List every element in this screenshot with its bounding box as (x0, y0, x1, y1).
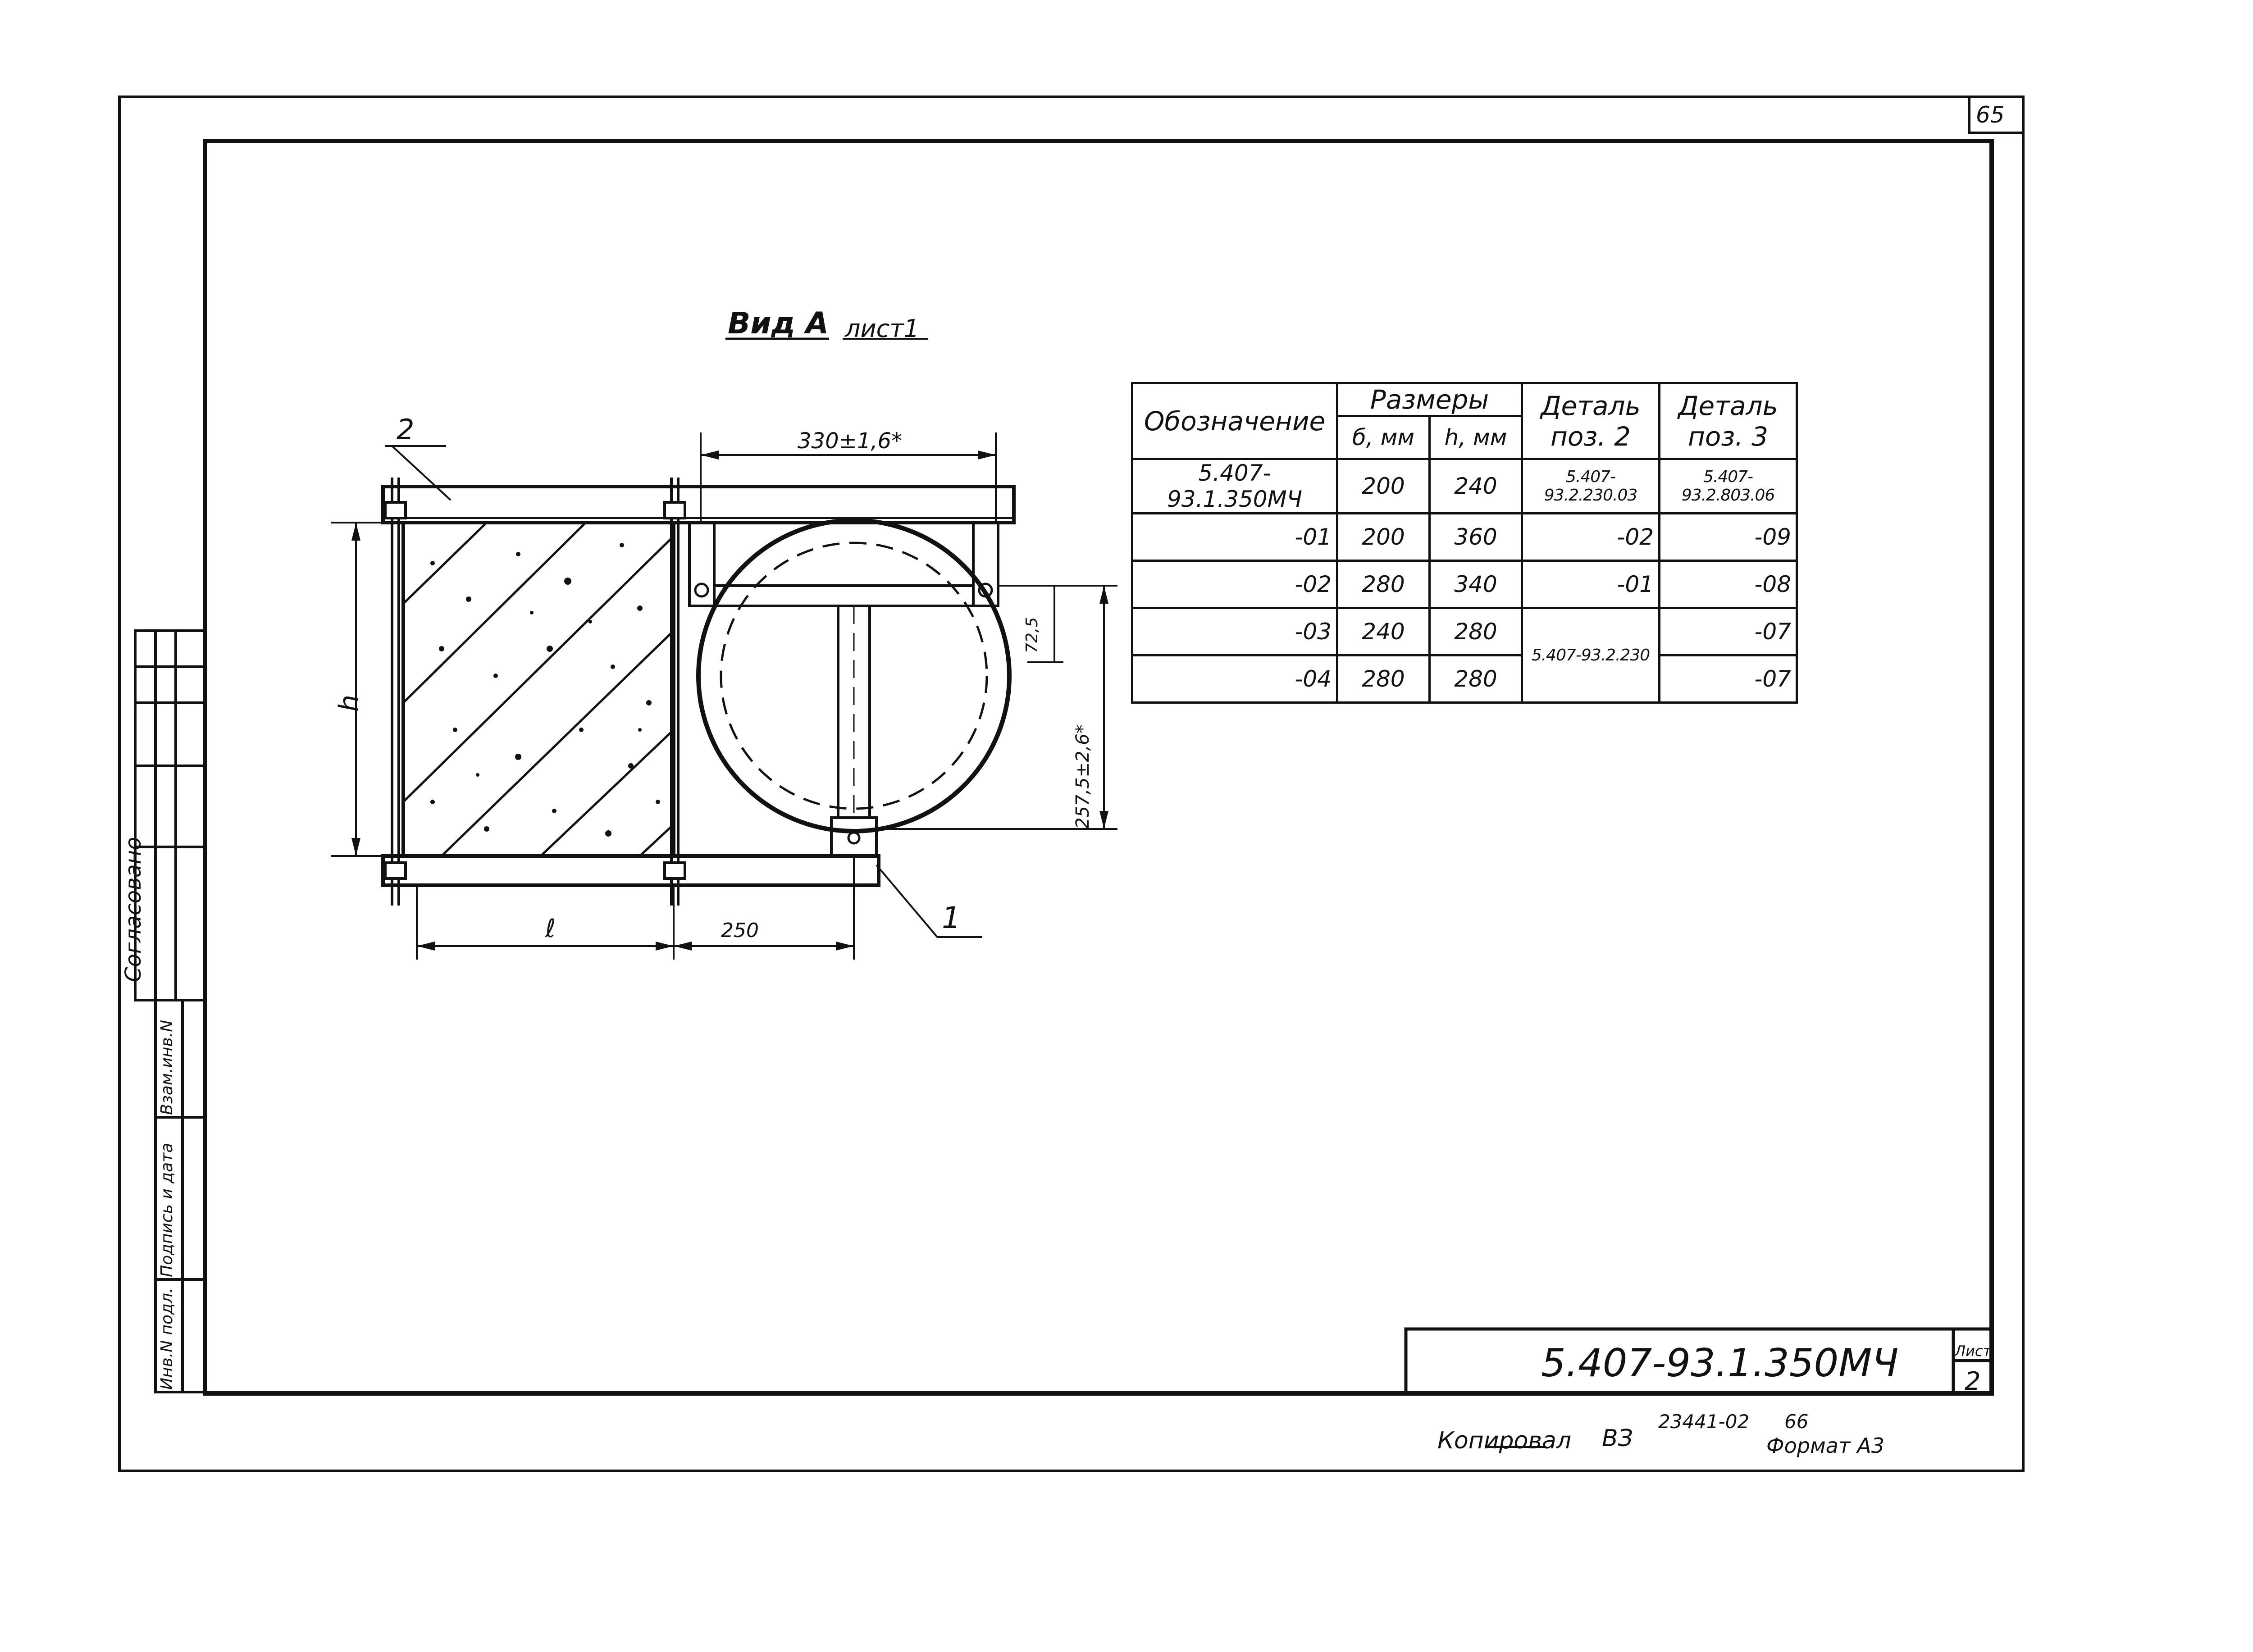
row-h: 240 (1428, 458, 1523, 514)
view-title-ref: лист1 (844, 314, 919, 343)
page-number: 66 (1784, 1411, 1808, 1433)
row-detail-3: -07 (1658, 607, 1798, 656)
row-detail-3: -08 (1658, 560, 1798, 609)
left-bracket (688, 521, 716, 607)
row-b: 280 (1336, 560, 1431, 609)
corner-number-box (1968, 96, 2025, 134)
row-detail-2: -01 (1521, 560, 1660, 609)
header-sizes: Размеры (1336, 382, 1523, 417)
row-h: 280 (1428, 654, 1523, 704)
hatching (403, 523, 674, 856)
header-b: б, мм (1336, 415, 1431, 460)
table-row: -01 200 360 -02 -09 (1131, 512, 1798, 562)
row-b: 280 (1336, 654, 1431, 704)
dim-right-long: 257,5±2,6* (1072, 724, 1093, 829)
copied-by-label: Копировал (1437, 1427, 1571, 1454)
right-bracket (972, 521, 999, 607)
row-h: 340 (1428, 560, 1523, 609)
concrete-block (401, 521, 675, 858)
format-label: Формат А3 (1766, 1434, 1884, 1458)
dim-bottom-left: ℓ (545, 914, 556, 943)
header-detail-3: Деталь поз. 3 (1658, 382, 1798, 460)
dim-right-short: 72,5 (1023, 617, 1041, 653)
row-h: 280 (1428, 607, 1523, 656)
dim-left: h (333, 694, 365, 712)
row-b: 240 (1336, 607, 1431, 656)
drawing-code: 5.407-93.1.350МЧ (1541, 1341, 1898, 1386)
row-designation: -03 (1131, 607, 1338, 656)
row-h: 360 (1428, 512, 1523, 562)
bolts (384, 478, 686, 906)
agreed-label: Согласовано (121, 837, 146, 982)
row-b: 200 (1336, 458, 1431, 514)
pipe-outer (696, 518, 1012, 833)
header-designation: Обозначение (1131, 382, 1338, 460)
replace-inv-label: Взам.инв.N (158, 1019, 176, 1115)
order-number: 23441-02 (1658, 1411, 1749, 1433)
table-row: -02 280 340 -01 -08 (1131, 560, 1798, 609)
clamp-drawing (331, 432, 1117, 960)
inv-no-label: Инв.N подл. (158, 1288, 176, 1390)
dimension-lines (331, 432, 1117, 960)
dim-top: 330±1,6* (798, 428, 902, 454)
header-h: h, мм (1428, 415, 1523, 460)
row-detail-3: -07 (1658, 654, 1798, 704)
row-detail-3: -09 (1658, 512, 1798, 562)
spec-table: Обозначение Размеры Деталь поз. 2 Деталь… (1131, 382, 1798, 704)
table-row: -03 240 280 5.407-93.2.230 -07 (1131, 607, 1798, 704)
sheet-number: 2 (1965, 1367, 1981, 1396)
inner-frame (203, 139, 1994, 1396)
left-strip-grid (134, 629, 206, 1393)
row-b: 200 (1336, 512, 1431, 562)
row-designation: -01 (1131, 512, 1338, 562)
pipe-inner-dashed (720, 542, 988, 810)
bottom-strip (381, 854, 880, 887)
row-designation: -02 (1131, 560, 1338, 609)
header-detail-2: Деталь поз. 2 (1521, 382, 1660, 460)
title-block (1404, 1327, 1993, 1395)
callout-1: 1 (942, 901, 961, 935)
row-detail-3: 5.407-93.2.803.06 (1658, 458, 1798, 514)
view-title-main: Вид А (728, 306, 829, 341)
sheet-corner-number: 65 (1976, 102, 2005, 128)
row-designation: -04 (1131, 654, 1338, 704)
concrete-dots (430, 543, 660, 837)
row-detail-2: 5.407-93.2.230 (1521, 607, 1660, 704)
copied-signature: ВЗ (1602, 1425, 1633, 1452)
sign-date-label: Подпись и дата (158, 1142, 176, 1277)
row-designation: 5.407-93.1.350МЧ (1131, 458, 1338, 514)
outer-frame (118, 96, 2025, 1472)
callout-2: 2 (397, 413, 414, 446)
sheet-label: Лист (1954, 1343, 1992, 1360)
row-detail-2: 5.407-93.2.230.03 (1521, 458, 1660, 514)
table-row: -04 280 280 -07 (1131, 654, 1798, 704)
table-row: 5.407-93.1.350МЧ 200 240 5.407-93.2.230.… (1131, 458, 1798, 514)
dim-bottom-right: 250 (721, 919, 759, 942)
arrow-heads (351, 451, 1108, 951)
row-detail-2: -02 (1521, 512, 1660, 562)
